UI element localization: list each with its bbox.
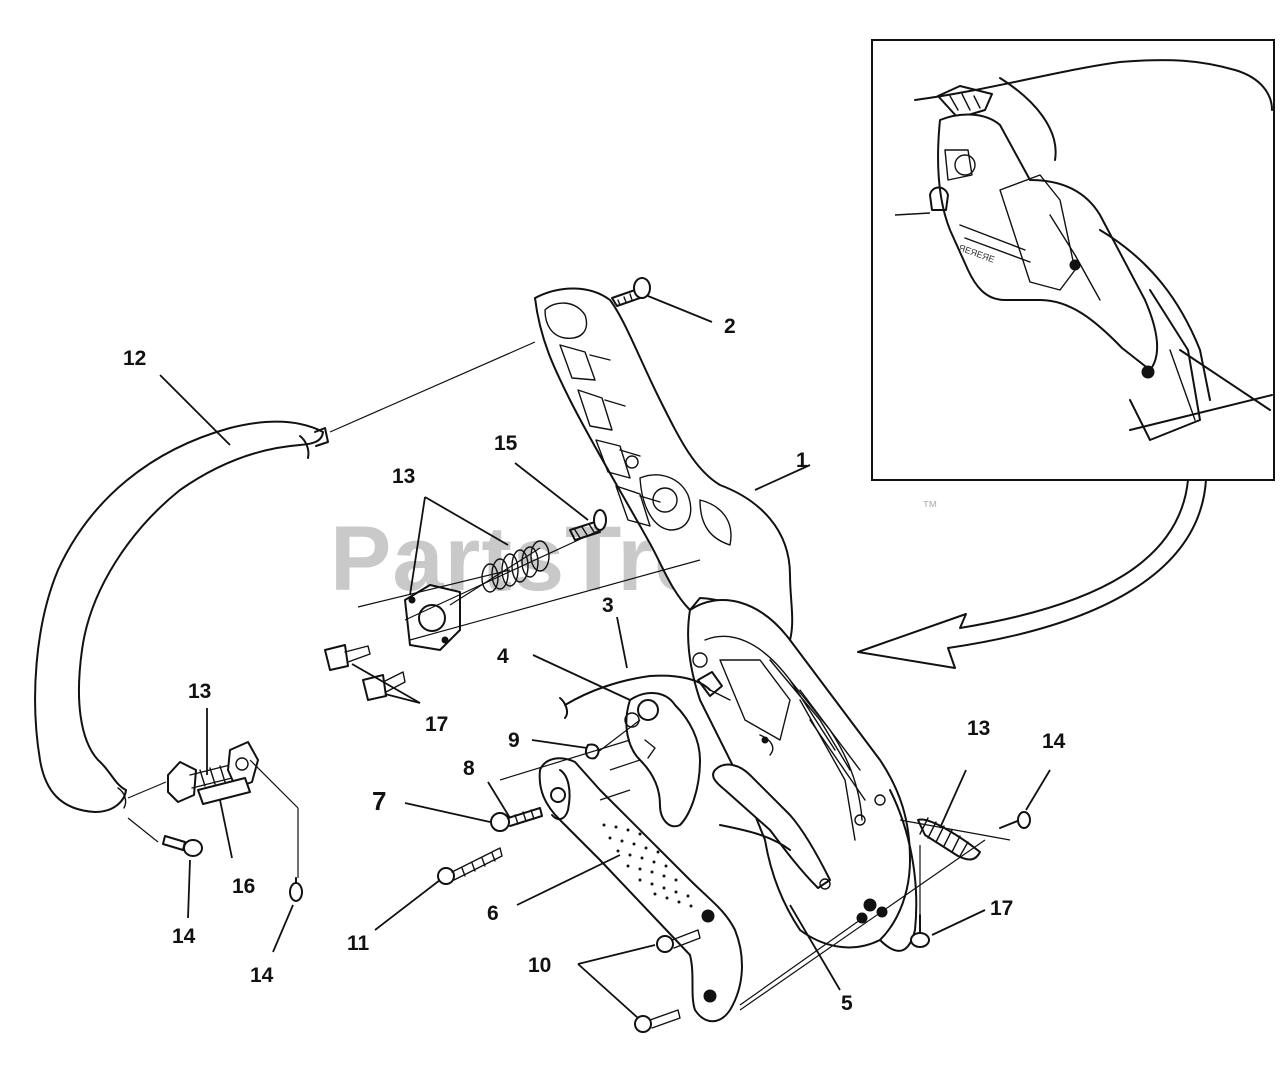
- callout-3-throttle-rod: 3: [602, 594, 614, 617]
- front-handle-bar: [34, 420, 329, 813]
- callout-13-isolator-right: 13: [967, 717, 990, 740]
- callout-13-isolator-top: 13: [392, 465, 415, 488]
- callout-16-plate: 16: [232, 875, 255, 898]
- callouts: 1 2 3 4 5 6 7 8 9 10 11 12 13 13 13 14 1…: [123, 315, 1066, 1015]
- callout-14-screw-left: 14: [172, 925, 196, 948]
- screw-2: [611, 277, 651, 307]
- throttle-rod-and-spring: [559, 671, 731, 719]
- callout-6-handle-cover: 6: [487, 902, 499, 925]
- throttle-trigger: [624, 692, 701, 828]
- callout-12-front-handle: 12: [123, 347, 146, 370]
- callout-2-screw: 2: [724, 315, 736, 338]
- callout-11-screw: 11: [347, 932, 370, 955]
- assembly-lines: [127, 341, 1011, 1011]
- callout-4-spring: 4: [497, 645, 509, 668]
- callout-17-screw-right: 17: [990, 897, 1013, 920]
- leader-lines: [159, 295, 1051, 1019]
- left-isolator: [162, 741, 303, 902]
- inset-detail: ЯЕЯЕЯЕ: [871, 39, 1275, 481]
- callout-10-screws: 10: [528, 954, 551, 977]
- watermark-trademark: ™: [922, 499, 938, 516]
- callout-17-screws-center: 17: [425, 713, 448, 736]
- lockout-lever: [712, 763, 831, 890]
- right-isolator: [910, 811, 1031, 948]
- callout-14-screw-bottom: 14: [250, 964, 274, 987]
- small-fasteners: [437, 743, 701, 1033]
- callout-1-handle-housing: 1: [796, 449, 808, 472]
- inset-arrow: [857, 479, 1207, 669]
- callout-5-lockout-lever: 5: [841, 992, 853, 1015]
- callout-9-clip: 9: [508, 729, 520, 752]
- callout-13-isolator-left: 13: [188, 680, 211, 703]
- callout-15-screw: 15: [494, 432, 518, 455]
- callout-8-pin: 8: [463, 757, 475, 780]
- screws-17-center: [324, 644, 406, 701]
- handle-cover: [538, 757, 743, 1023]
- callout-7-screw: 7: [372, 786, 386, 816]
- handle-housing: [534, 287, 918, 952]
- callout-14-screw-right: 14: [1042, 730, 1066, 753]
